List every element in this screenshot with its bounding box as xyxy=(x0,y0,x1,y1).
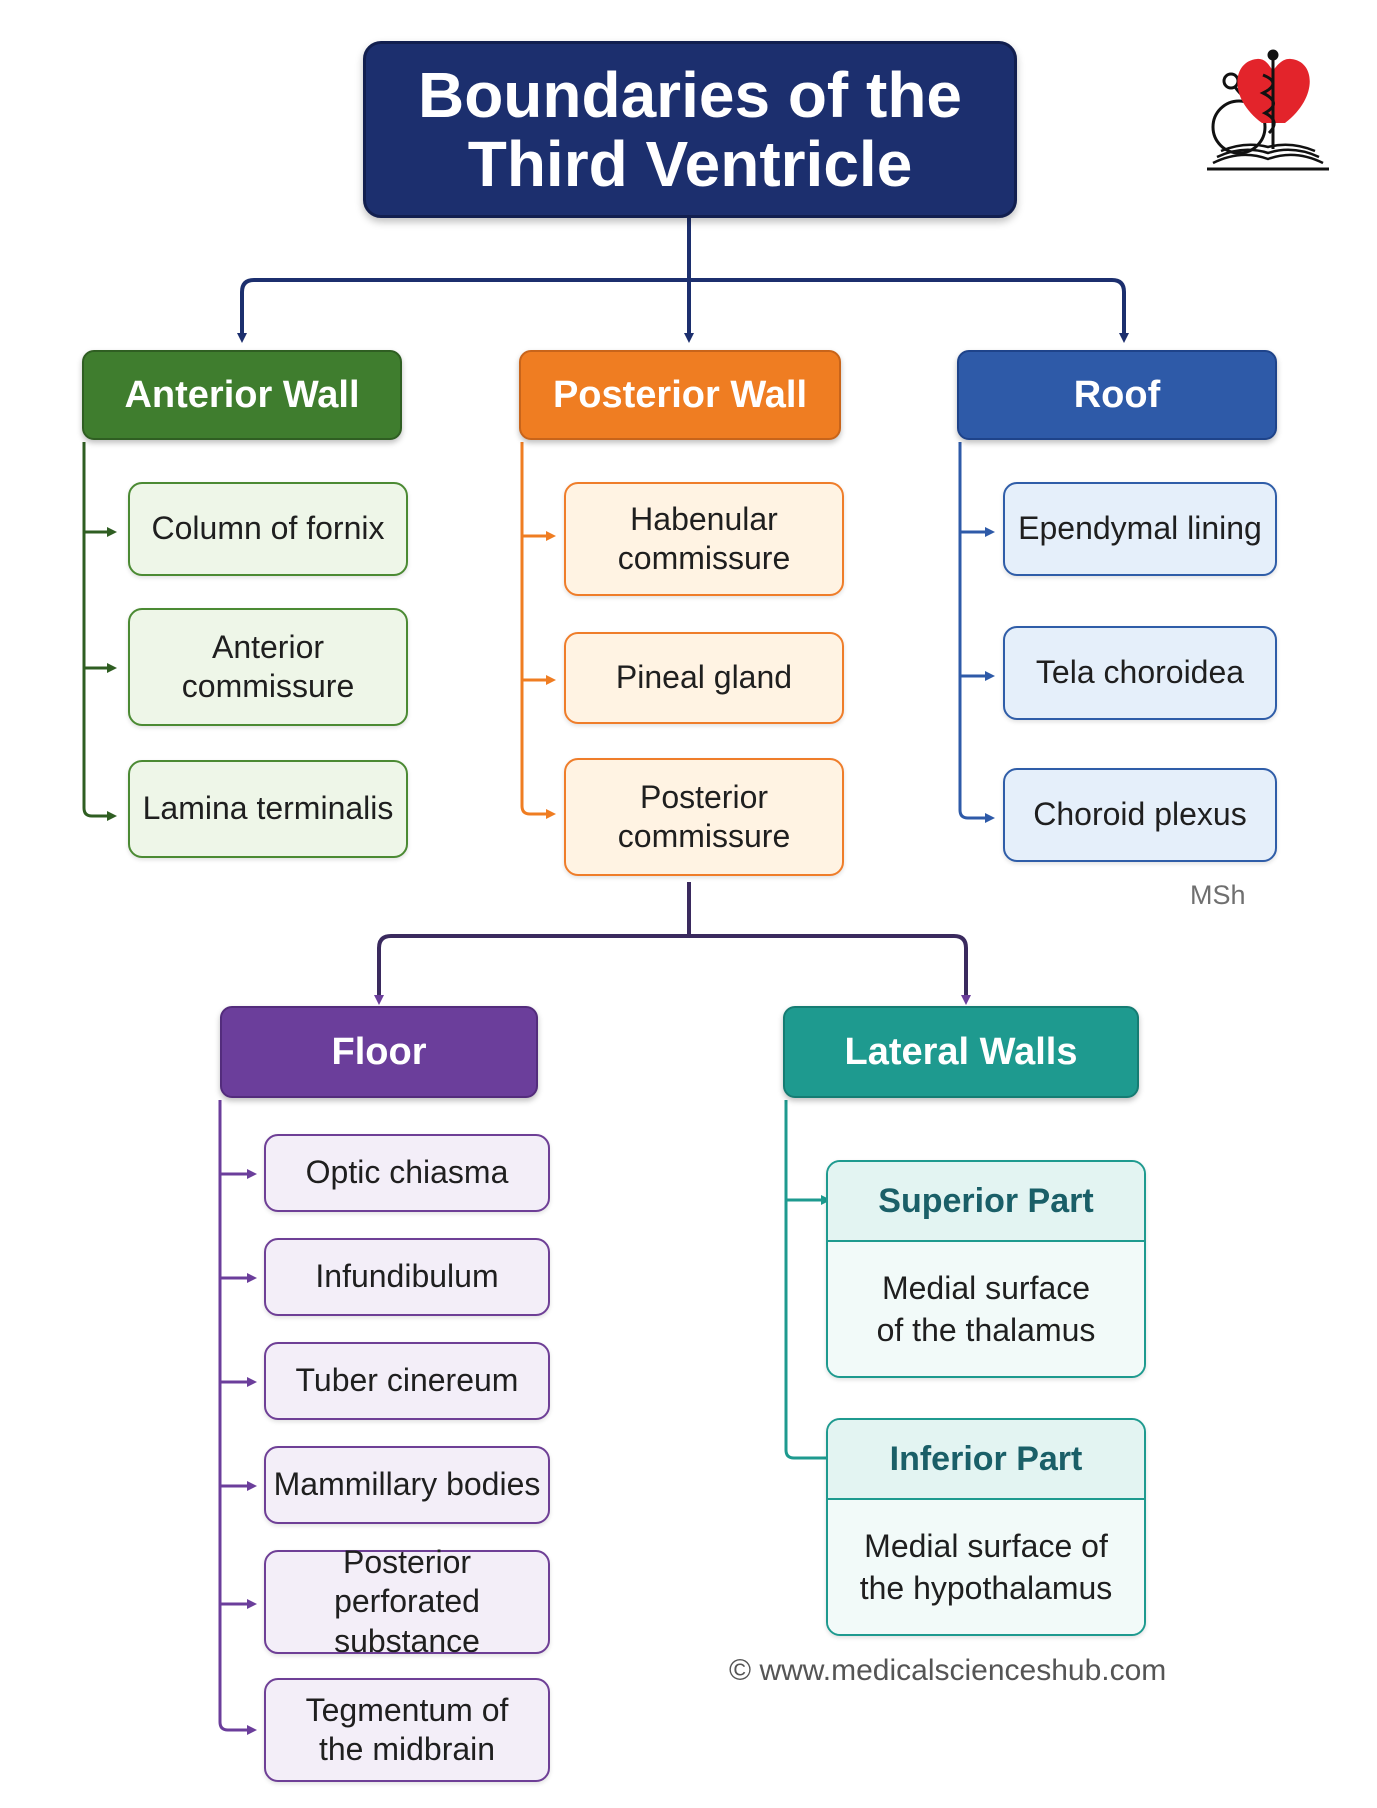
lateral-inferior-part: Inferior Part Medial surface of the hypo… xyxy=(826,1418,1146,1636)
lateral-walls-header: Lateral Walls xyxy=(783,1006,1139,1098)
floor-item-mammillary-bodies: Mammillary bodies xyxy=(264,1446,550,1524)
roof-connectors xyxy=(958,442,995,823)
floor-header: Floor xyxy=(220,1006,538,1098)
anterior-wall-header: Anterior Wall xyxy=(82,350,402,440)
roof-header: Roof xyxy=(957,350,1277,440)
anterior-item-lamina-terminalis: Lamina terminalis xyxy=(128,760,408,858)
floor-item-tegmentum-of-the-midbrain: Tegmentum of the midbrain xyxy=(264,1678,550,1782)
open-book-icon xyxy=(1207,143,1329,171)
anterior-connectors xyxy=(82,442,117,821)
inferior-part-description: Medial surface of the hypothalamus xyxy=(828,1500,1144,1634)
title-line-1: Boundaries of the xyxy=(417,59,963,132)
floor-item-optic-chiasma: Optic chiasma xyxy=(264,1134,550,1212)
title-line-2: Third Ventricle xyxy=(467,127,913,200)
superior-part-description: Medial surface of the thalamus xyxy=(828,1242,1144,1376)
posterior-item-habenular-commissure: Habenular commissure xyxy=(564,482,844,596)
lower-connectors xyxy=(374,882,971,1005)
caduceus-icon xyxy=(1259,49,1279,149)
inferior-part-label: Inferior Part xyxy=(828,1420,1144,1500)
superior-part-label: Superior Part xyxy=(828,1162,1144,1242)
floor-item-tuber-cinereum: Tuber cinereum xyxy=(264,1342,550,1420)
floor-item-posterior-perforated-substance: Posterior perforated substance xyxy=(264,1544,550,1659)
posterior-connectors xyxy=(520,442,556,819)
posterior-item-pineal-gland: Pineal gland xyxy=(564,632,844,724)
floor-item-infundibulum: Infundibulum xyxy=(264,1238,550,1316)
page-title: Boundaries of the Third Ventricle xyxy=(363,41,1017,218)
anterior-item-anterior-commissure: Anterior commissure xyxy=(128,608,408,726)
title-connectors xyxy=(237,218,1129,343)
lateral-superior-part: Superior Part Medial surface of the thal… xyxy=(826,1160,1146,1378)
roof-item-tela-choroidea: Tela choroidea xyxy=(1003,626,1277,720)
watermark: MSh xyxy=(1190,880,1246,910)
posterior-item-posterior-commissure: Posterior commissure xyxy=(564,758,844,876)
roof-item-choroid-plexus: Choroid plexus xyxy=(1003,768,1277,862)
roof-item-ependymal-lining: Ependymal lining xyxy=(1003,482,1277,576)
medical-logo xyxy=(1207,49,1329,171)
anterior-item-column-of-fornix: Column of fornix xyxy=(128,482,408,576)
copyright-notice: © www.medicalscienceshub.com xyxy=(729,1654,1167,1687)
floor-connectors xyxy=(218,1100,257,1735)
posterior-wall-header: Posterior Wall xyxy=(519,350,841,440)
lateral-connectors xyxy=(784,1100,831,1460)
